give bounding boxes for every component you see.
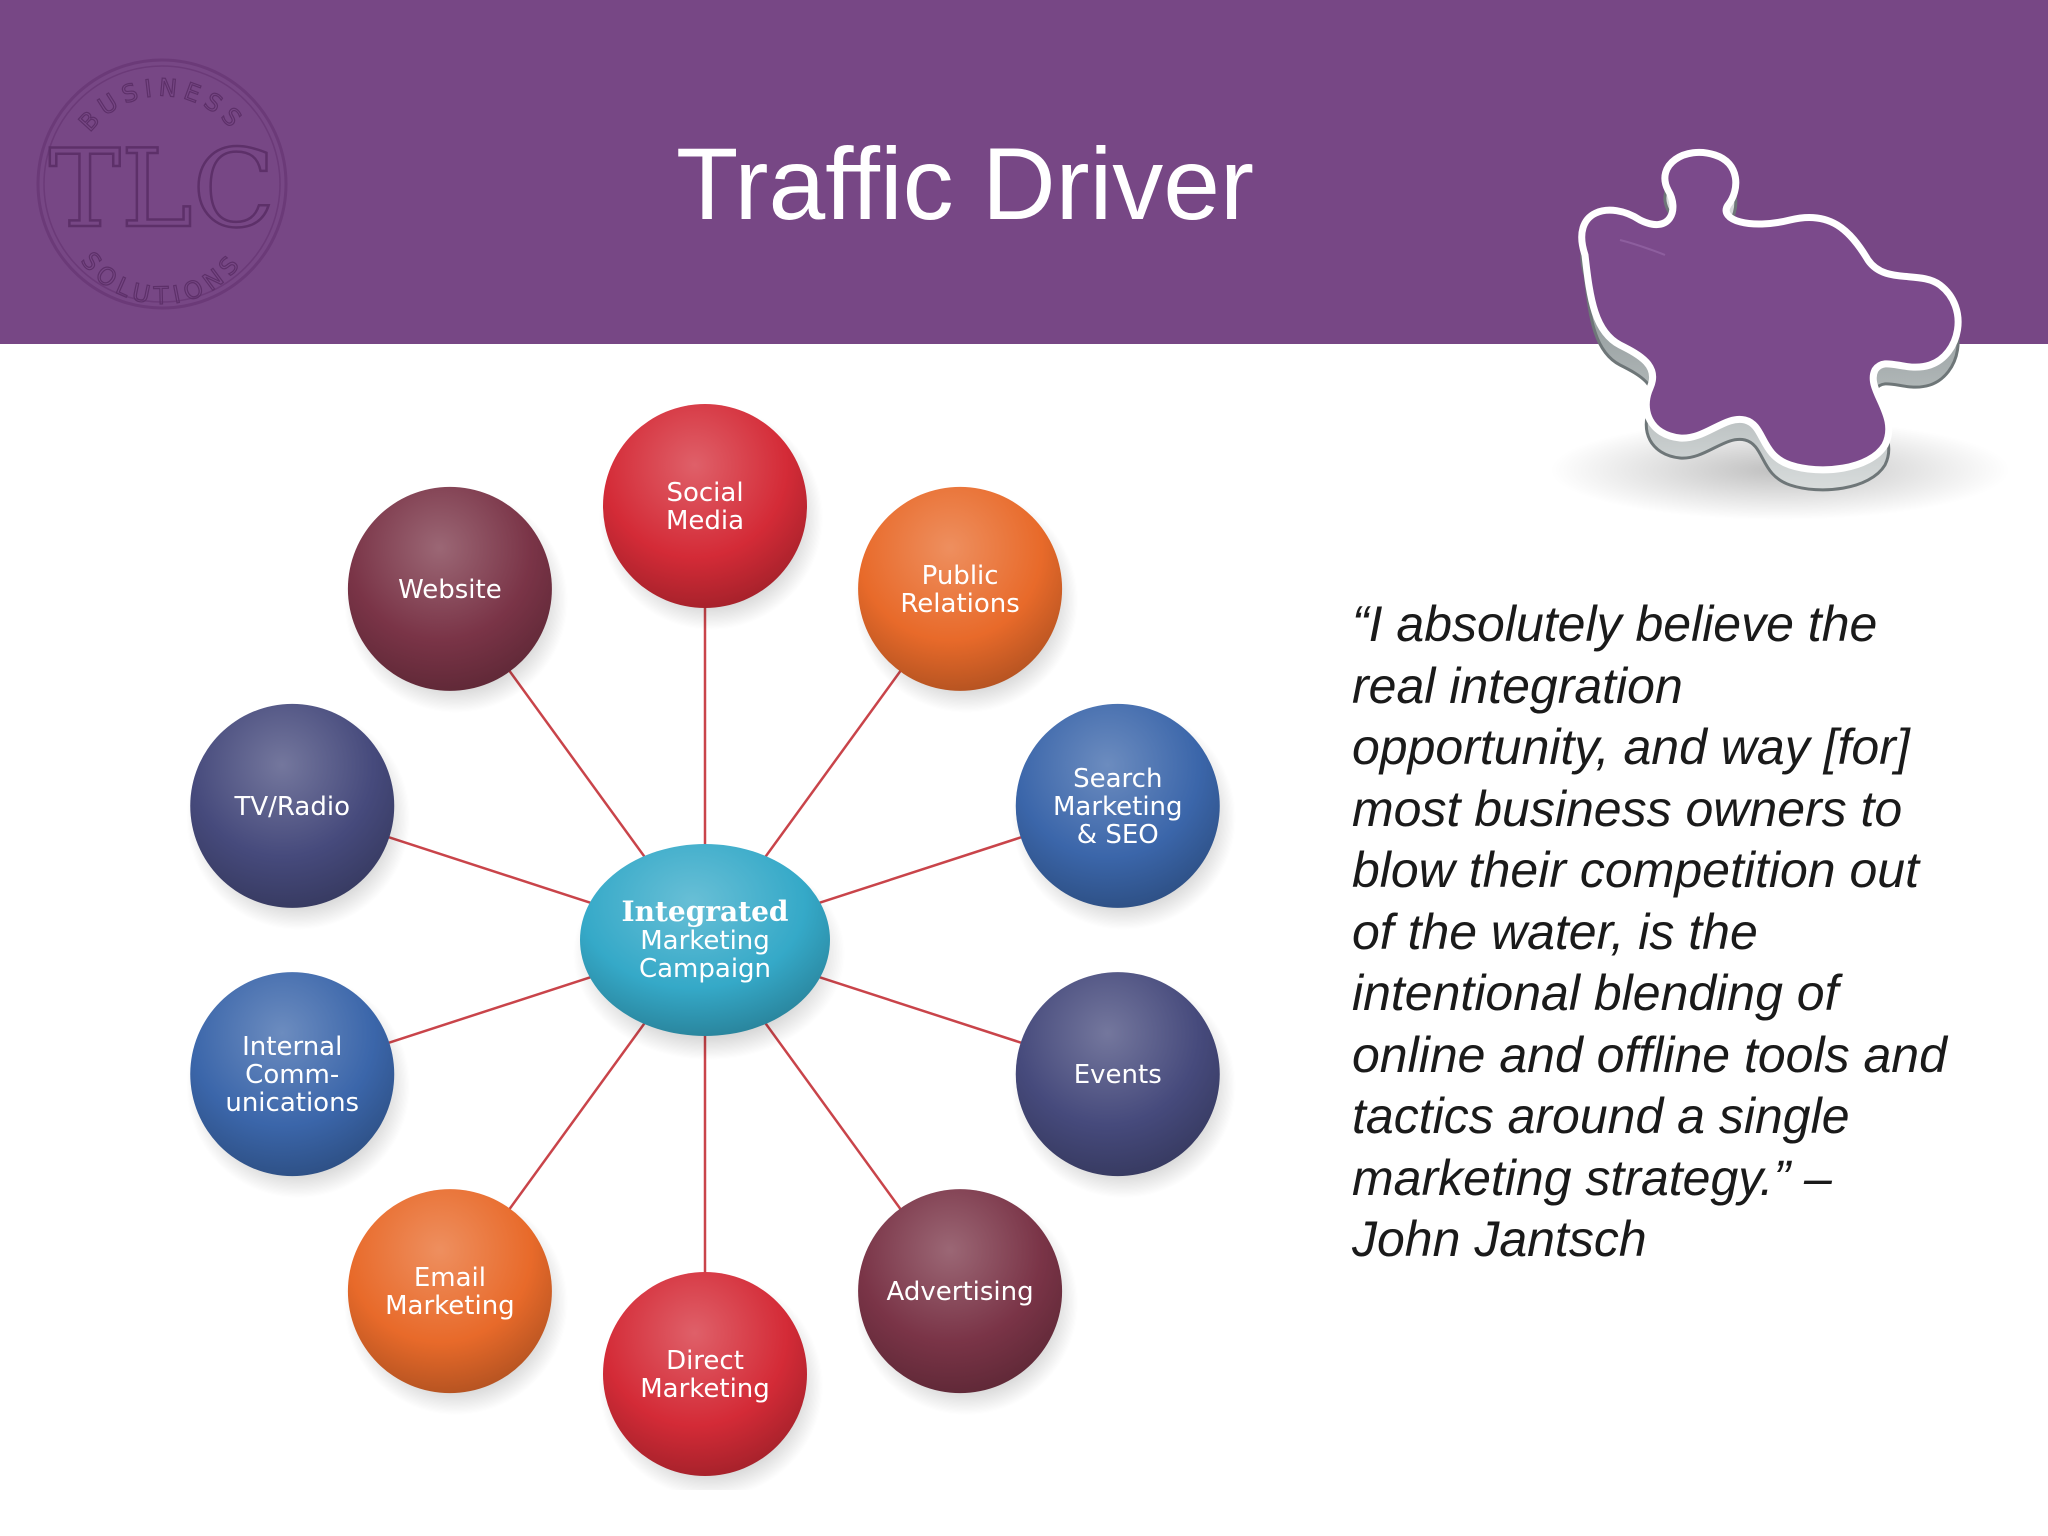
hub-label: Campaign: [639, 954, 771, 984]
quote-line: of the water, is the: [1352, 903, 1758, 960]
node-label: & SEO: [1077, 820, 1159, 850]
logo-bottom-text: SOLUTIONS: [75, 246, 243, 311]
node-advertising: Advertising: [854, 1189, 1079, 1416]
quote-line: intentional blending of: [1352, 965, 1839, 1021]
node-tv-radio: TV/Radio: [186, 703, 411, 930]
quote-line: blow their competition out: [1352, 842, 1919, 898]
node-circle: [1015, 703, 1220, 908]
hub-ellipse: [580, 844, 830, 1036]
quote-line: “I absolutely believe the: [1352, 596, 1878, 652]
node-label: Internal: [242, 1032, 342, 1062]
quote-line: online and offline tools and: [1352, 1026, 1947, 1083]
quote-line: most business owners to: [1352, 780, 1903, 837]
puzzle-piece-icon: [1550, 148, 2010, 520]
node-label: Events: [1074, 1060, 1162, 1090]
quote-line: real integration: [1352, 657, 1683, 714]
node-label: unications: [225, 1088, 359, 1118]
node-label: Direct: [666, 1346, 744, 1376]
node-circle: [190, 703, 395, 908]
node-events: Events: [1011, 972, 1236, 1199]
node-label: Search: [1073, 764, 1162, 794]
node-circle: [603, 1272, 807, 1476]
node-circle: [347, 1189, 552, 1394]
svg-text:SOLUTIONS: SOLUTIONS: [76, 247, 249, 310]
node-label: Marketing: [1053, 792, 1183, 822]
node-label: Social: [666, 478, 743, 508]
marketing-campaign-diagram: SocialMediaPublicRelationsSearchMarketin…: [186, 404, 1236, 1490]
node-label: Marketing: [640, 1374, 770, 1404]
node-circle: [858, 1189, 1063, 1394]
node-label: Media: [666, 506, 744, 536]
node-label: TV/Radio: [233, 792, 350, 822]
node-website: Website: [343, 486, 568, 713]
node-label: Public: [922, 561, 999, 591]
node-label: Marketing: [385, 1291, 515, 1321]
node-circle: [1015, 972, 1220, 1177]
quote-line: opportunity, and way [for]: [1352, 719, 1910, 775]
node-label: Website: [398, 575, 502, 605]
logo-letters: TLC: [49, 127, 275, 252]
node-label: Relations: [900, 589, 1019, 619]
quote-line: marketing strategy.” –: [1352, 1149, 1832, 1206]
node-label: Comm-: [245, 1060, 339, 1090]
node-circle: [858, 486, 1063, 691]
quote-line: John Jantsch: [1352, 1211, 1647, 1267]
hub-title: Integrated: [621, 895, 788, 928]
node-circle: [190, 972, 395, 1177]
node-circle: [603, 404, 807, 608]
slide-title: Traffic Driver: [675, 127, 1255, 241]
hub-label: Marketing: [640, 926, 770, 956]
node-label: Advertising: [887, 1277, 1034, 1307]
node-circle: [347, 486, 552, 691]
node-label: Email: [414, 1263, 486, 1293]
tlc-business-solutions-seal-icon: BUSINESS SOLUTIONS TLC: [36, 58, 288, 311]
quote-line: tactics around a single: [1352, 1088, 1850, 1144]
